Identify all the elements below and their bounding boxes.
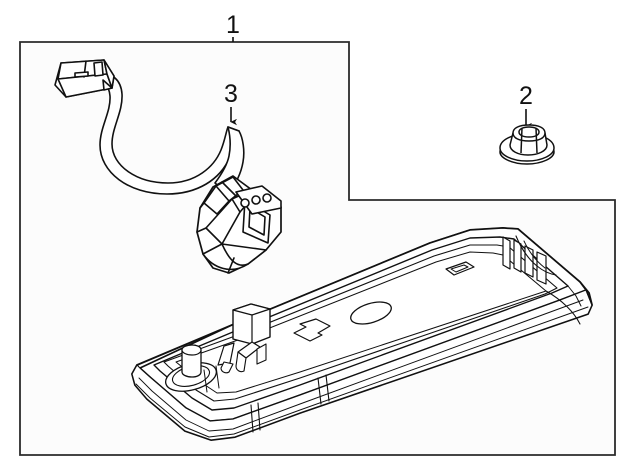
socket-skirt-crease (221, 243, 249, 266)
stud-top-face (181, 344, 202, 356)
harness-plug-housing (54, 59, 115, 98)
lamp-tip-step-2 (567, 285, 582, 307)
socket-band-edge (231, 198, 241, 213)
nut-facet-1 (520, 127, 523, 154)
socket-pin-1 (240, 198, 250, 208)
lamp-wall-scribe-1 (138, 299, 584, 432)
lamp-mounting-stud (181, 344, 202, 378)
nut-facet-2 (535, 127, 538, 154)
clip-tab-1-foot (220, 361, 234, 374)
lamp-end-retaining-tabs (502, 235, 557, 285)
lamp-locating-post (232, 303, 271, 345)
socket-upper-notch (199, 202, 205, 209)
callout-3: 3 (224, 80, 238, 126)
clip-tab-3 (256, 343, 267, 365)
callout-1: 1 (226, 11, 240, 42)
socket-recess-rect (248, 207, 266, 236)
retaining-tab-4 (536, 251, 547, 285)
harness-socket-connector (196, 175, 282, 274)
socket-skirt (202, 243, 267, 271)
lamp-front-seam-1 (317, 377, 322, 405)
socket-left-notch (196, 227, 207, 233)
callout-3-label: 3 (224, 80, 238, 108)
nut-bore (518, 126, 540, 138)
plug-boot-wedge (102, 79, 113, 91)
lamp-oval-hole (350, 301, 392, 325)
socket-key-edge-2 (221, 181, 237, 197)
lamp-front-seam-3 (250, 404, 254, 433)
cavity-left-rib (203, 369, 208, 393)
lamp-front-seam-2 (325, 374, 330, 402)
lamp-tip-inner-curve (545, 290, 581, 325)
socket-pin-3 (262, 193, 272, 203)
lamp-hook-slot (293, 318, 331, 342)
lamp-clip-tabs (203, 341, 267, 393)
socket-bottom-seam (227, 257, 235, 274)
lamp-assembly-part (131, 227, 593, 441)
lamp-tip-step-1 (579, 281, 593, 306)
lamp-wall-scribe-2 (135, 306, 589, 438)
lamp-front-wall (131, 289, 593, 441)
end-wall-curve-2 (523, 240, 546, 269)
wire-harness-part (54, 59, 282, 274)
cavity-left-rib-2 (215, 365, 220, 389)
lamp-front-seam-4 (257, 402, 261, 431)
flange-nut-part (499, 124, 555, 165)
retaining-tab-1 (502, 236, 511, 270)
socket-pin-2 (251, 195, 261, 205)
socket-key-edge-1 (215, 185, 230, 202)
plug-latch-detail (93, 61, 104, 77)
end-wall-curve-1 (515, 235, 557, 276)
post-top-face (232, 303, 271, 316)
clip-tab-2-foot (235, 351, 247, 373)
lamp-square-detail-inner (450, 264, 469, 273)
callout-2: 2 (519, 82, 533, 130)
callout-2-label: 2 (519, 82, 533, 110)
callout-1-label: 1 (226, 11, 240, 39)
plug-slot-detail (74, 71, 89, 78)
